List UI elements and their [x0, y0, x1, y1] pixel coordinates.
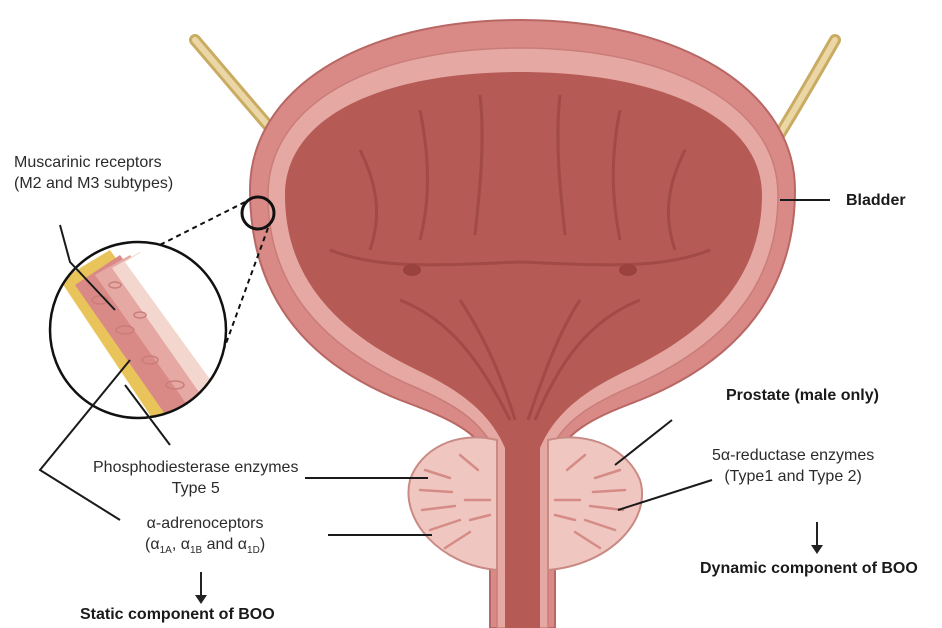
- zoom-line-bottom: [220, 228, 268, 360]
- prostate-left-lobe: [408, 437, 497, 570]
- alpha-label: α-adrenoceptors (α1A, α1B and α1D): [145, 513, 265, 561]
- alpha-label-line1: α-adrenoceptors: [145, 513, 265, 534]
- magnified-wall-detail: [48, 240, 240, 460]
- prostate-right-lobe: [548, 437, 642, 570]
- alpha-sub-1b: 1B: [190, 545, 202, 556]
- dynamic-arrow: [816, 522, 818, 546]
- right-ureteric-orifice: [619, 264, 637, 276]
- muscarinic-label-line1: Muscarinic receptors: [14, 152, 173, 173]
- static-label: Static component of BOO: [80, 604, 275, 625]
- bladder-label: Bladder: [846, 190, 906, 211]
- reductase-label-line2: (Type1 and Type 2): [712, 466, 874, 487]
- alpha-mid-1: , α: [172, 536, 190, 553]
- reductase-label-line1: 5α-reductase enzymes: [712, 445, 874, 466]
- static-arrow: [200, 572, 202, 596]
- alpha-label-line2: (α1A, α1B and α1D): [145, 534, 265, 561]
- alpha-mid-2: and α: [202, 536, 247, 553]
- pde-label: Phosphodiesterase enzymes Type 5: [93, 457, 298, 499]
- alpha-sub-1a: 1A: [160, 545, 172, 556]
- prostate-leader: [615, 420, 672, 465]
- prostate-label: Prostate (male only): [726, 385, 879, 406]
- alpha-open: (α: [145, 536, 160, 553]
- reductase-label: 5α-reductase enzymes (Type1 and Type 2): [712, 445, 874, 487]
- alpha-close: ): [260, 536, 265, 553]
- muscarinic-label-line2: (M2 and M3 subtypes): [14, 173, 173, 194]
- pde-label-line1: Phosphodiesterase enzymes: [93, 457, 298, 478]
- alpha-sub-1d: 1D: [247, 545, 260, 556]
- muscarinic-label: Muscarinic receptors (M2 and M3 subtypes…: [14, 152, 173, 194]
- left-ureteric-orifice: [403, 264, 421, 276]
- dynamic-label: Dynamic component of BOO: [700, 558, 918, 579]
- pde-label-line2: Type 5: [93, 478, 298, 499]
